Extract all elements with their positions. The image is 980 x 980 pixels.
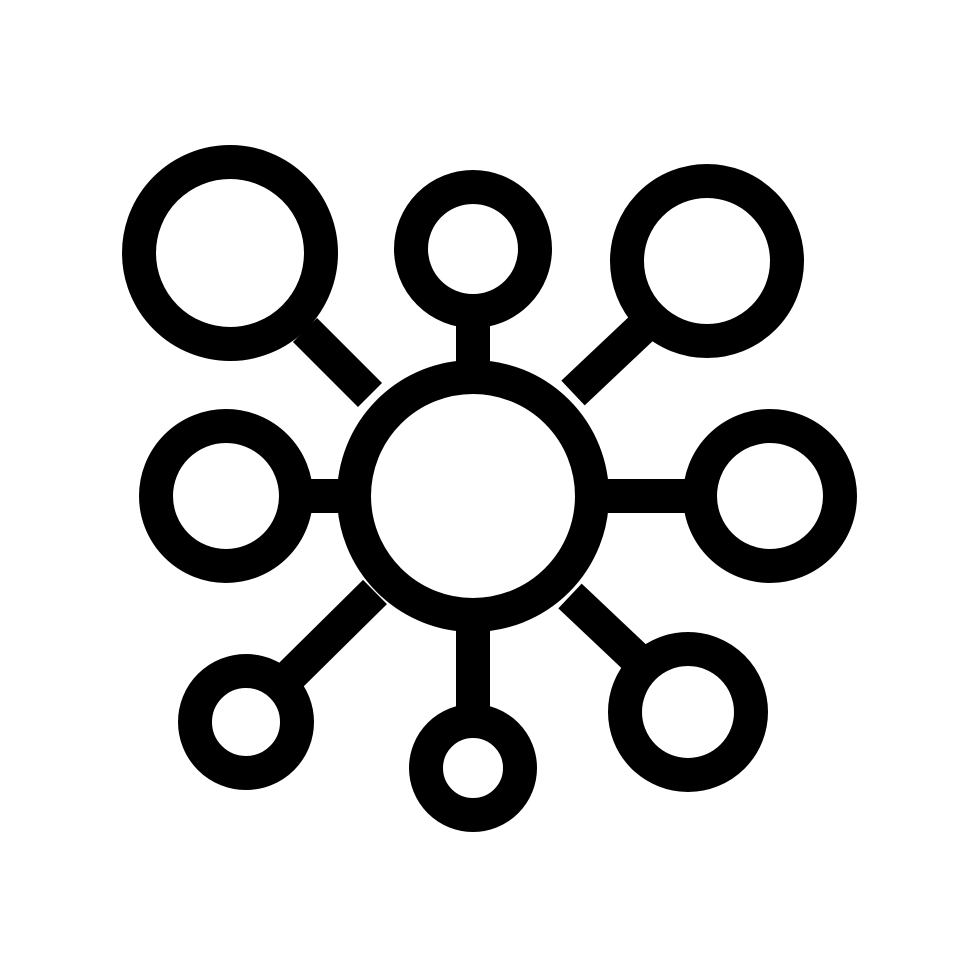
node-top-right: [610, 164, 804, 358]
node-bottom-right: [608, 632, 768, 792]
link-top-right: [561, 312, 657, 406]
link-bottom-right: [558, 583, 655, 678]
link-top-left: [292, 317, 383, 408]
node-top-left: [122, 145, 338, 361]
node-right: [683, 409, 857, 583]
link-bottom-left: [278, 579, 387, 689]
node-center: [337, 360, 609, 632]
node-left: [139, 409, 313, 583]
node-bottom: [409, 704, 537, 832]
node-top: [394, 170, 552, 328]
node-bottom-left: [178, 654, 314, 790]
